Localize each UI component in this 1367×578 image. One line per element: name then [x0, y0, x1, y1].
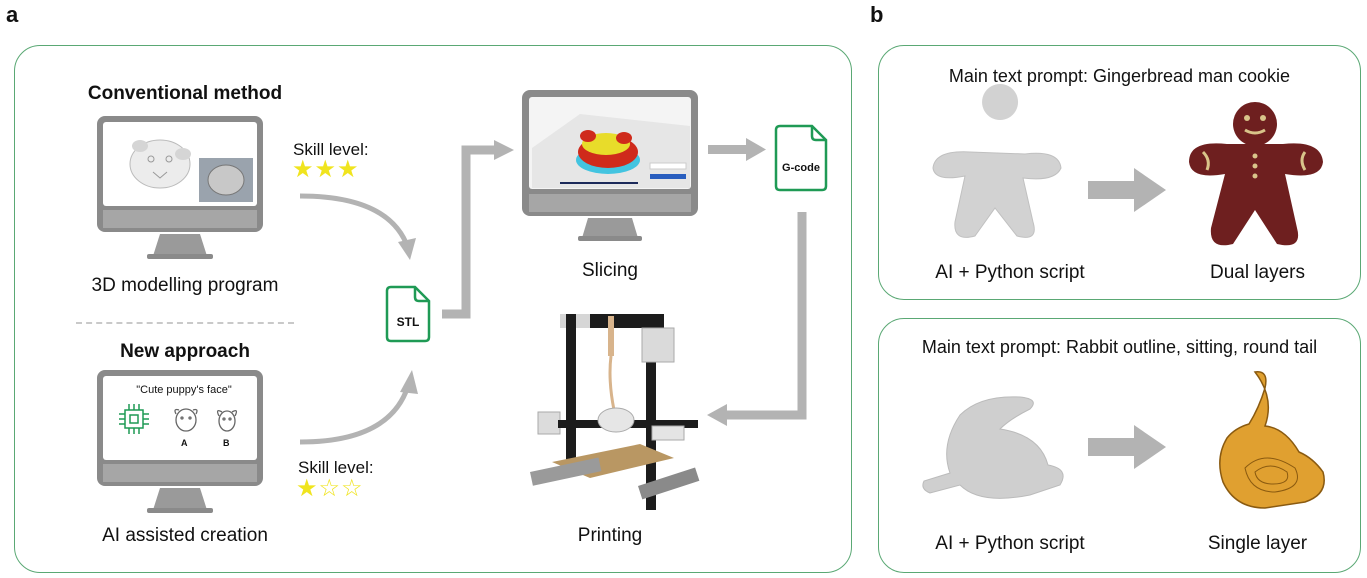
rabbit-print-image [1219, 371, 1325, 509]
rabbit-left-caption: AI + Python script [935, 533, 1085, 554]
conventional-skill-label: Skill level: [293, 140, 369, 159]
arrow-gingerbread [1088, 168, 1166, 212]
stl-file-label: STL [396, 315, 420, 329]
section-divider [76, 322, 294, 324]
dog-face-a-icon [174, 408, 198, 432]
star-empty-icon: ☆ [341, 475, 364, 502]
sliced-model-image [576, 130, 640, 174]
arrow-rabbit [1088, 425, 1166, 469]
new-approach-heading: New approach [120, 341, 250, 362]
star-filled-icon: ★ [296, 475, 319, 502]
printer-image [530, 314, 700, 510]
option-b-label: B [223, 438, 230, 448]
arrow-conventional-to-stl [299, 193, 416, 260]
arrow-ai-to-stl [299, 370, 418, 445]
monitor-slicing [522, 90, 698, 241]
gingerbread-model-image [932, 84, 1062, 238]
ai-prompt-text: "Cute puppy's face" [136, 384, 232, 396]
conventional-caption: 3D modelling program [91, 275, 279, 296]
panel-a-frame [14, 45, 852, 573]
arrow-gcode-to-printing [707, 212, 807, 426]
rabbit-prompt: Main text prompt: Rabbit outline, sittin… [921, 337, 1318, 357]
rabbit-model-image [922, 396, 1064, 499]
ai-skill-label: Skill level: [298, 458, 374, 477]
gingerbread-right-caption: Dual layers [1209, 262, 1306, 283]
slicing-caption: Slicing [582, 260, 638, 281]
gingerbread-cookie-image [1189, 102, 1323, 246]
star-filled-icon: ★ [314, 156, 338, 183]
puppy-model-image [129, 139, 191, 189]
star-empty-icon: ☆ [318, 475, 342, 502]
conventional-skill-stars: ★★★ [292, 158, 360, 182]
conventional-heading: Conventional method [87, 83, 283, 104]
gingerbread-left-caption: AI + Python script [935, 262, 1085, 283]
panel-b-bottom-frame [878, 318, 1361, 573]
star-filled-icon: ★ [337, 156, 360, 183]
arrow-slicing-to-gcode [708, 138, 766, 161]
arrow-stl-to-slicing [442, 140, 514, 319]
panel-b-letter: b [870, 2, 884, 27]
rabbit-right-caption: Single layer [1207, 533, 1308, 554]
gcode-file-icon [774, 124, 828, 192]
ai-skill-stars: ★☆☆ [296, 477, 364, 501]
monitor-ai [97, 370, 263, 513]
option-a-label: A [181, 438, 188, 448]
gingerbread-prompt: Main text prompt: Gingerbread man cookie [948, 66, 1291, 86]
star-filled-icon: ★ [292, 156, 315, 183]
printing-caption: Printing [577, 525, 643, 546]
stl-file-icon [385, 285, 431, 343]
monitor-conventional [97, 116, 263, 259]
ai-caption: AI assisted creation [102, 525, 268, 546]
panel-b-top-frame [878, 45, 1361, 300]
panel-a-letter: a [6, 2, 19, 27]
ai-chip-icon [119, 404, 149, 434]
gcode-file-label: G-code [782, 162, 820, 174]
dog-face-b-icon [216, 410, 238, 432]
